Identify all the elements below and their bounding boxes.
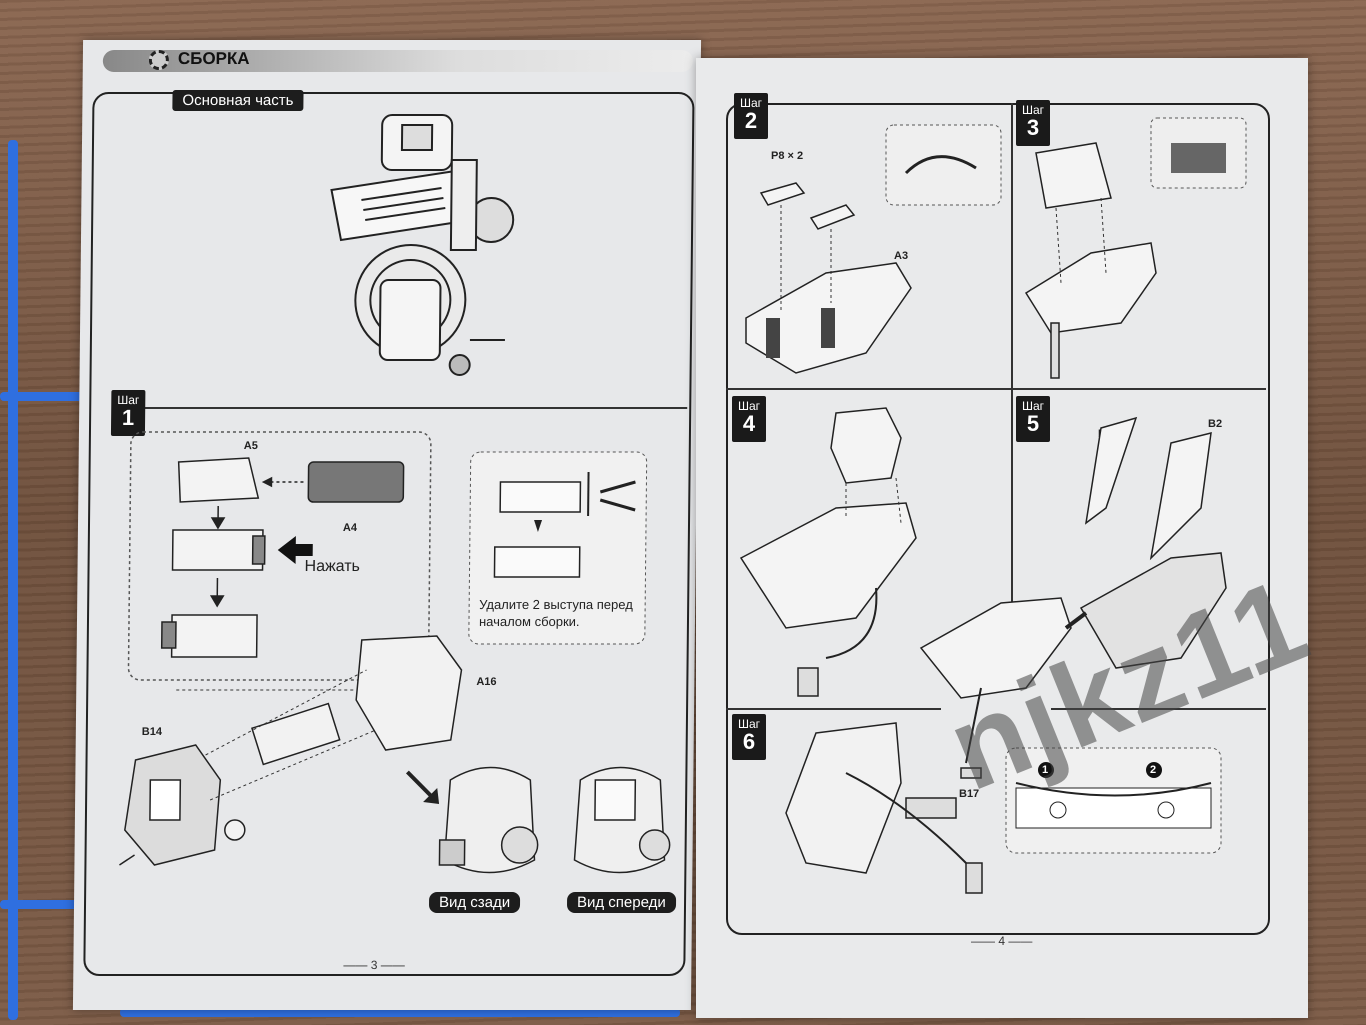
step6-marker-1: 1 (1042, 764, 1049, 776)
step2-label: Шаг (739, 96, 763, 110)
divider-horizontal-3 (1051, 708, 1266, 710)
step3-label: Шаг (1021, 103, 1045, 117)
step6-illustration (785, 722, 983, 894)
step5-label: Шаг (1021, 399, 1045, 413)
part-label-b17: B17 (959, 788, 980, 800)
right-page-number: —— 4 —— (971, 934, 1033, 948)
step5-tab: Шаг 5 (1016, 396, 1050, 442)
part-label-a3: A3 (894, 250, 909, 262)
result-arrow (405, 770, 440, 804)
battery-holder-illustrations (160, 457, 405, 658)
sprue-vertical-left (8, 140, 18, 1020)
right-page: Шаг 2 Шаг 3 Шаг 4 Шаг 5 Шаг 6 P8 × 2 A3 (696, 58, 1308, 1018)
step3-tab: Шаг 3 (1016, 100, 1050, 146)
remove-tabs-note-line2: началом сборки. (478, 614, 580, 629)
step5-illustration (919, 416, 1227, 779)
step3-number: 3 (1026, 115, 1040, 140)
sprue-horizontal-1 (0, 392, 90, 401)
step6-marker-2: 2 (1150, 764, 1157, 776)
sprue-horizontal-2 (0, 900, 80, 909)
section-title: СБОРКА (177, 49, 250, 68)
step4-tab: Шаг 4 (732, 396, 766, 442)
front-view-label: Вид спереди (566, 892, 676, 913)
remove-tabs-note-line1: Удалите 2 выступа перед (479, 597, 633, 612)
step1-dashed-region (127, 431, 432, 681)
step6-number: 6 (742, 729, 756, 754)
step2-tab: Шаг 2 (734, 93, 768, 139)
front-view-illustration (573, 766, 671, 874)
head-assembly-exploded (119, 635, 463, 866)
steps-frame (726, 103, 1270, 935)
left-page-number: —— 3 —— (343, 958, 405, 972)
step6-wire-detail (1005, 747, 1222, 854)
step4-number: 4 (742, 411, 756, 436)
step3-illustration (1024, 117, 1247, 379)
rear-view-label: Вид сзади (428, 892, 521, 913)
left-page: СБОРКА Основная часть Шаг 1 A5 A4 (72, 40, 702, 1010)
divider-horizontal-1 (726, 388, 1266, 390)
gear-icon (148, 50, 169, 70)
sprue-bottom (120, 1008, 680, 1017)
step2-illustration (745, 124, 1002, 374)
divider-horizontal-2 (726, 708, 941, 710)
step5-number: 5 (1026, 411, 1040, 436)
part-label-b2: B2 (1208, 418, 1223, 430)
step1-number: 1 (121, 405, 135, 430)
part-label-p8: P8 × 2 (771, 150, 804, 162)
step2-number: 2 (744, 108, 758, 133)
subsection-label: Основная часть (172, 90, 304, 111)
right-page-number-value: 4 (998, 934, 1006, 948)
divider-vertical-top (1011, 103, 1013, 388)
divider-step1 (139, 407, 688, 409)
step4-illustration (739, 407, 917, 697)
robot-assembled-illustration (330, 114, 515, 376)
step1-tab: Шаг 1 (110, 390, 146, 436)
divider-vertical-mid (1011, 388, 1013, 628)
press-instruction: Нажать (304, 558, 361, 575)
step6-tab: Шаг 6 (732, 714, 766, 760)
step4-label: Шаг (737, 399, 761, 413)
remove-tabs-box (468, 451, 648, 645)
step6-label: Шаг (737, 717, 761, 731)
rear-view-illustration (438, 766, 539, 874)
